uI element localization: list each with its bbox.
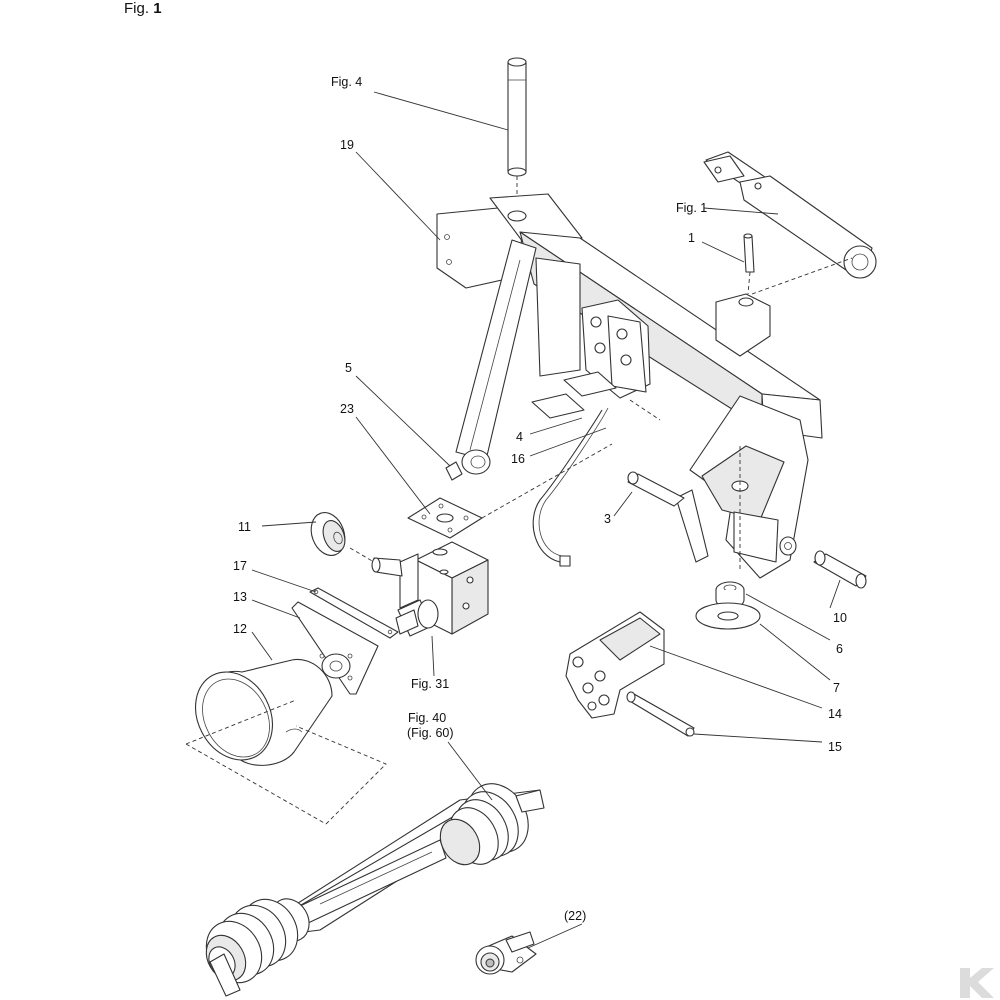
assembly-outline [185, 699, 387, 825]
guard-plate-13[interactable] [291, 601, 379, 695]
pto-guard-cone-12[interactable] [181, 658, 333, 825]
figure-title-number: 1 [153, 0, 162, 17]
callout-fig40[interactable]: Fig. 40 [408, 711, 446, 725]
top-pin[interactable] [507, 57, 527, 212]
callout-19: 19 [340, 138, 354, 152]
pin-15[interactable] [626, 691, 695, 737]
callout-10: 10 [833, 611, 847, 625]
callout-7: 7 [833, 681, 840, 695]
callout-5: 5 [345, 361, 352, 375]
callout-3: 3 [604, 512, 611, 526]
yoke-22[interactable] [475, 931, 537, 975]
callout-22: (22) [564, 909, 586, 923]
callout-16: 16 [511, 452, 525, 466]
washer-7[interactable] [695, 602, 761, 630]
bolt-5[interactable] [445, 461, 463, 481]
callout-fig4[interactable]: Fig. 4 [331, 75, 362, 89]
mounting-plate-23[interactable] [407, 443, 613, 539]
callout-14: 14 [828, 707, 842, 721]
watermark-logo-icon [960, 968, 994, 998]
callout-6: 6 [836, 642, 843, 656]
callout-17: 17 [233, 559, 247, 573]
callout-fig60[interactable]: (Fig. 60) [407, 726, 454, 740]
main-frame[interactable] [436, 193, 823, 579]
link-bracket-14[interactable] [565, 611, 665, 719]
pin-10[interactable] [813, 550, 867, 589]
strip-17[interactable] [309, 587, 399, 639]
callout-labels: Fig. 4 19 Fig. 1 1 5 23 4 16 3 11 17 13 … [233, 75, 847, 923]
callout-4: 4 [516, 430, 523, 444]
callout-12: 12 [233, 622, 247, 636]
figure-title: Fig. 1 [124, 0, 162, 17]
callout-15: 15 [828, 740, 842, 754]
callout-13: 13 [233, 590, 247, 604]
pin-1[interactable] [743, 233, 755, 295]
shim-4[interactable] [531, 371, 617, 419]
callout-11: 11 [238, 520, 251, 534]
callout-1: 1 [688, 231, 695, 245]
figure-title-prefix: Fig. [124, 0, 150, 17]
cap-11[interactable] [305, 508, 350, 560]
shaft-3[interactable] [627, 471, 685, 507]
callout-fig31[interactable]: Fig. 31 [411, 677, 449, 691]
callout-23: 23 [340, 402, 354, 416]
top-link-assembly[interactable] [703, 151, 877, 295]
callout-fig1[interactable]: Fig. 1 [676, 201, 707, 215]
leader-lines [251, 91, 841, 949]
hose-16[interactable] [532, 399, 661, 567]
pto-driveshaft[interactable] [195, 773, 545, 997]
gearbox[interactable] [349, 541, 489, 637]
